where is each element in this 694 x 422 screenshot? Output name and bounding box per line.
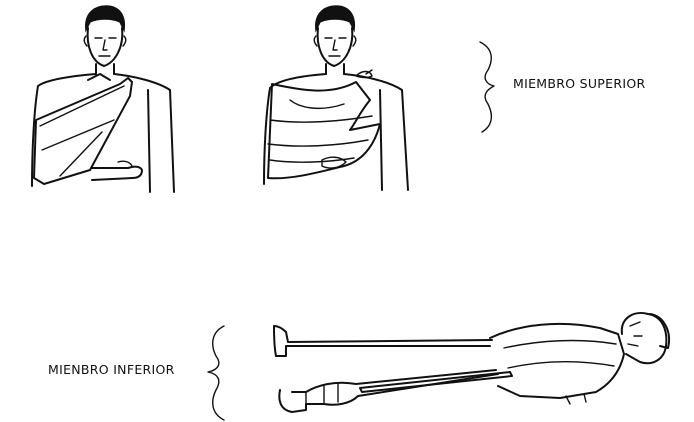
figure-lying-splint [274, 313, 669, 412]
torso [32, 74, 96, 186]
brace-upper [480, 42, 494, 132]
figure-arm-sling-front [32, 6, 174, 192]
hair [86, 6, 125, 30]
figure-body-bandage [264, 6, 408, 190]
hand [92, 167, 142, 180]
head [318, 28, 353, 66]
bandage-wrap [268, 82, 380, 178]
label-lower-limb: MIENBRO INFERIOR [48, 362, 175, 377]
leg-lower-splinted [279, 374, 498, 412]
brace-lower [208, 326, 224, 420]
head [622, 313, 667, 363]
torso [490, 324, 624, 398]
label-upper-limb: MIEMBRO SUPERIOR [513, 76, 645, 91]
head [88, 28, 123, 66]
hair [316, 6, 355, 30]
